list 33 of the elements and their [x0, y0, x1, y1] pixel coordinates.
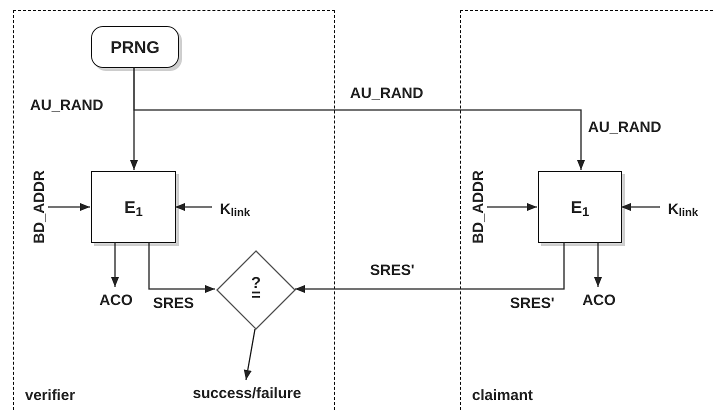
signal-label: ACO [576, 288, 622, 312]
arrow [133, 67, 585, 170]
edge-label: SRES [153, 296, 194, 311]
arrow [487, 203, 537, 211]
region-label: verifier [25, 388, 76, 403]
arrow [148, 242, 215, 293]
edge-label: AU_RAND [350, 86, 424, 101]
box-label: PRNG [110, 38, 160, 56]
dashed-region [13, 10, 335, 410]
arrow [621, 203, 660, 211]
arrow [48, 203, 90, 211]
box-label: E$_{1}$ [124, 198, 143, 216]
arrow [295, 242, 565, 293]
edge-label: AU_RAND [30, 98, 104, 113]
process-box [538, 171, 622, 243]
edge-label: SRES' [370, 263, 414, 278]
arrow [111, 242, 119, 287]
arrow [594, 242, 602, 287]
signal-label: BD_ADDR [29, 159, 49, 255]
arrow [175, 203, 212, 211]
signal-label: success/failure [173, 381, 321, 405]
signal-label: ACO [93, 288, 139, 312]
box-label: E$_{1}$ [570, 198, 590, 216]
dashed-region [460, 10, 713, 410]
arrow [244, 328, 256, 380]
signal-label: K$_{link}$ [661, 196, 705, 222]
signal-label: BD_ADDR [468, 159, 488, 255]
process-box [91, 171, 176, 243]
rounded-box [91, 26, 179, 68]
signal-label: K$_{link}$ [213, 196, 257, 222]
signal-label: AU_RAND [588, 120, 662, 135]
signal-label: SRES' [510, 296, 554, 311]
region-label: claimant [472, 388, 533, 403]
